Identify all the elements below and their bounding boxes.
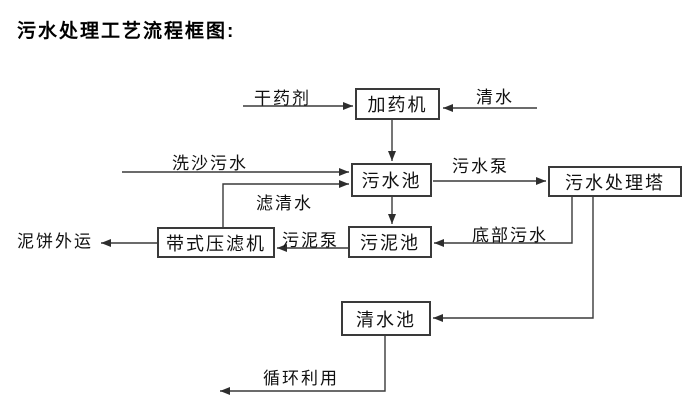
arrow-bottom-sewage bbox=[434, 197, 573, 247]
label-clear-water: 清水 bbox=[476, 88, 514, 107]
diagram-title: 污水处理工艺流程框图: bbox=[17, 21, 236, 42]
arrow-filtered-clear-water bbox=[222, 180, 349, 227]
node-belt-filter-press: 带式压滤机 bbox=[157, 227, 275, 258]
label-recycling-use: 循环利用 bbox=[263, 369, 339, 388]
label-mud-cake-outbound: 泥饼外运 bbox=[17, 232, 93, 251]
label-filtered-clear-water: 滤清水 bbox=[256, 194, 313, 213]
node-sewage-pool: 污水池 bbox=[351, 163, 432, 197]
label-sludge-pump: 污泥泵 bbox=[282, 231, 339, 250]
arrow-recycling-use bbox=[220, 336, 386, 395]
label-dry-chemical: 干药剂 bbox=[254, 89, 311, 108]
node-sludge-pool: 污泥池 bbox=[348, 226, 432, 258]
arrow-tower-to-clear-water-pool bbox=[433, 197, 594, 322]
label-bottom-sewage: 底部污水 bbox=[472, 226, 548, 245]
node-dosing-machine: 加药机 bbox=[355, 88, 440, 120]
node-clear-water-pool: 清水池 bbox=[341, 301, 431, 336]
label-sand-washing-sewage: 洗沙污水 bbox=[172, 154, 248, 173]
node-treatment-tower: 污水处理塔 bbox=[548, 166, 682, 197]
label-sewage-pump: 污水泵 bbox=[452, 157, 509, 176]
